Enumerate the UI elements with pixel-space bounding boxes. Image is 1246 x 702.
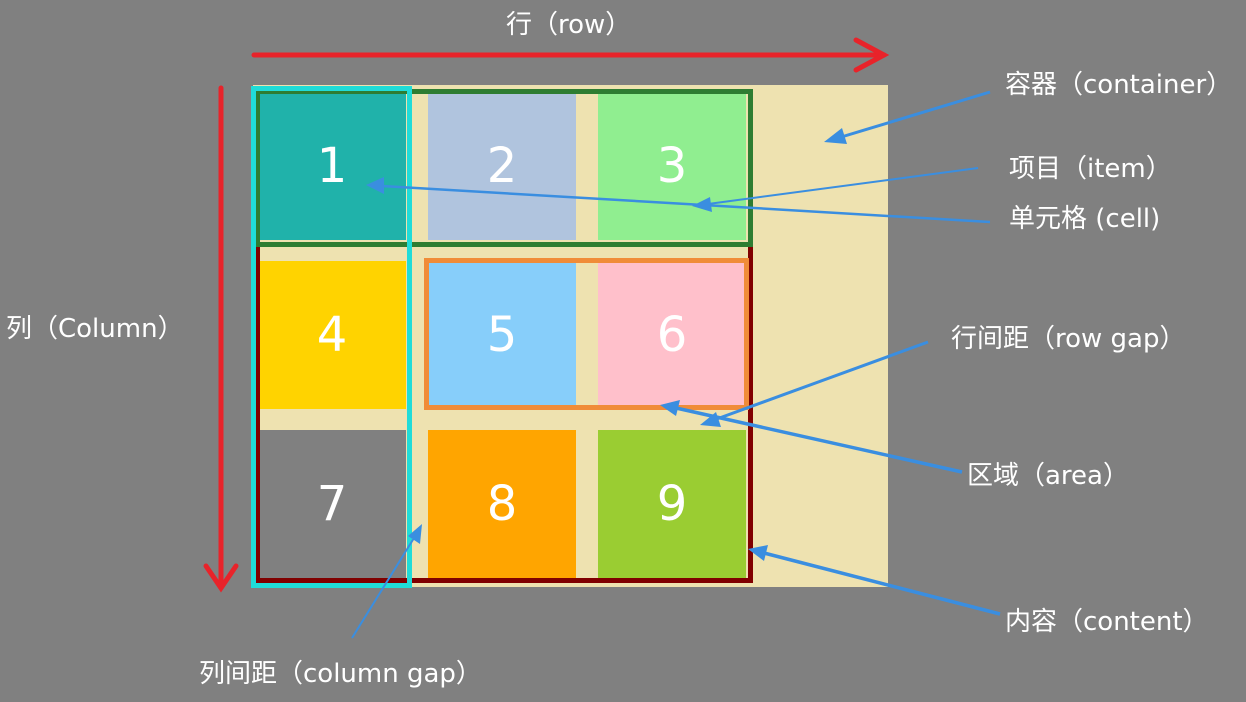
row-gap-pointer-arrow <box>700 340 929 427</box>
column-direction-arrow <box>203 85 239 593</box>
row-gap-label: 行间距（row gap） <box>951 324 1186 354</box>
area-pointer-arrow <box>660 400 963 474</box>
column-gap-label: 列间距（column gap） <box>199 659 482 689</box>
area-label: 区域（area） <box>967 461 1129 491</box>
grid-cell-5: 5 <box>428 261 576 409</box>
grid-cell-4: 4 <box>258 261 406 409</box>
grid-cell-7: 7 <box>258 430 406 578</box>
column-label: 列（Column） <box>6 314 184 344</box>
container-label: 容器（container） <box>1005 70 1233 100</box>
grid-cell-6: 6 <box>598 261 746 409</box>
item-label: 项目（item） <box>1009 154 1172 184</box>
cell-label: 单元格 (cell) <box>1009 204 1161 234</box>
container-pointer-arrow <box>824 90 991 144</box>
grid-cell-1: 1 <box>258 92 406 240</box>
cell-pointer-arrow <box>366 177 991 224</box>
grid-cell-3: 3 <box>598 92 746 240</box>
row-label: 行（row） <box>506 10 632 40</box>
column-gap-pointer-arrow <box>351 524 422 639</box>
row-direction-arrow <box>251 37 890 73</box>
item-pointer-arrow <box>692 167 979 212</box>
content-pointer-arrow <box>748 545 1001 616</box>
grid-cell-8: 8 <box>428 430 576 578</box>
grid-cell-9: 9 <box>598 430 746 578</box>
grid-cell-2: 2 <box>428 92 576 240</box>
content-label: 内容（content） <box>1005 607 1209 637</box>
